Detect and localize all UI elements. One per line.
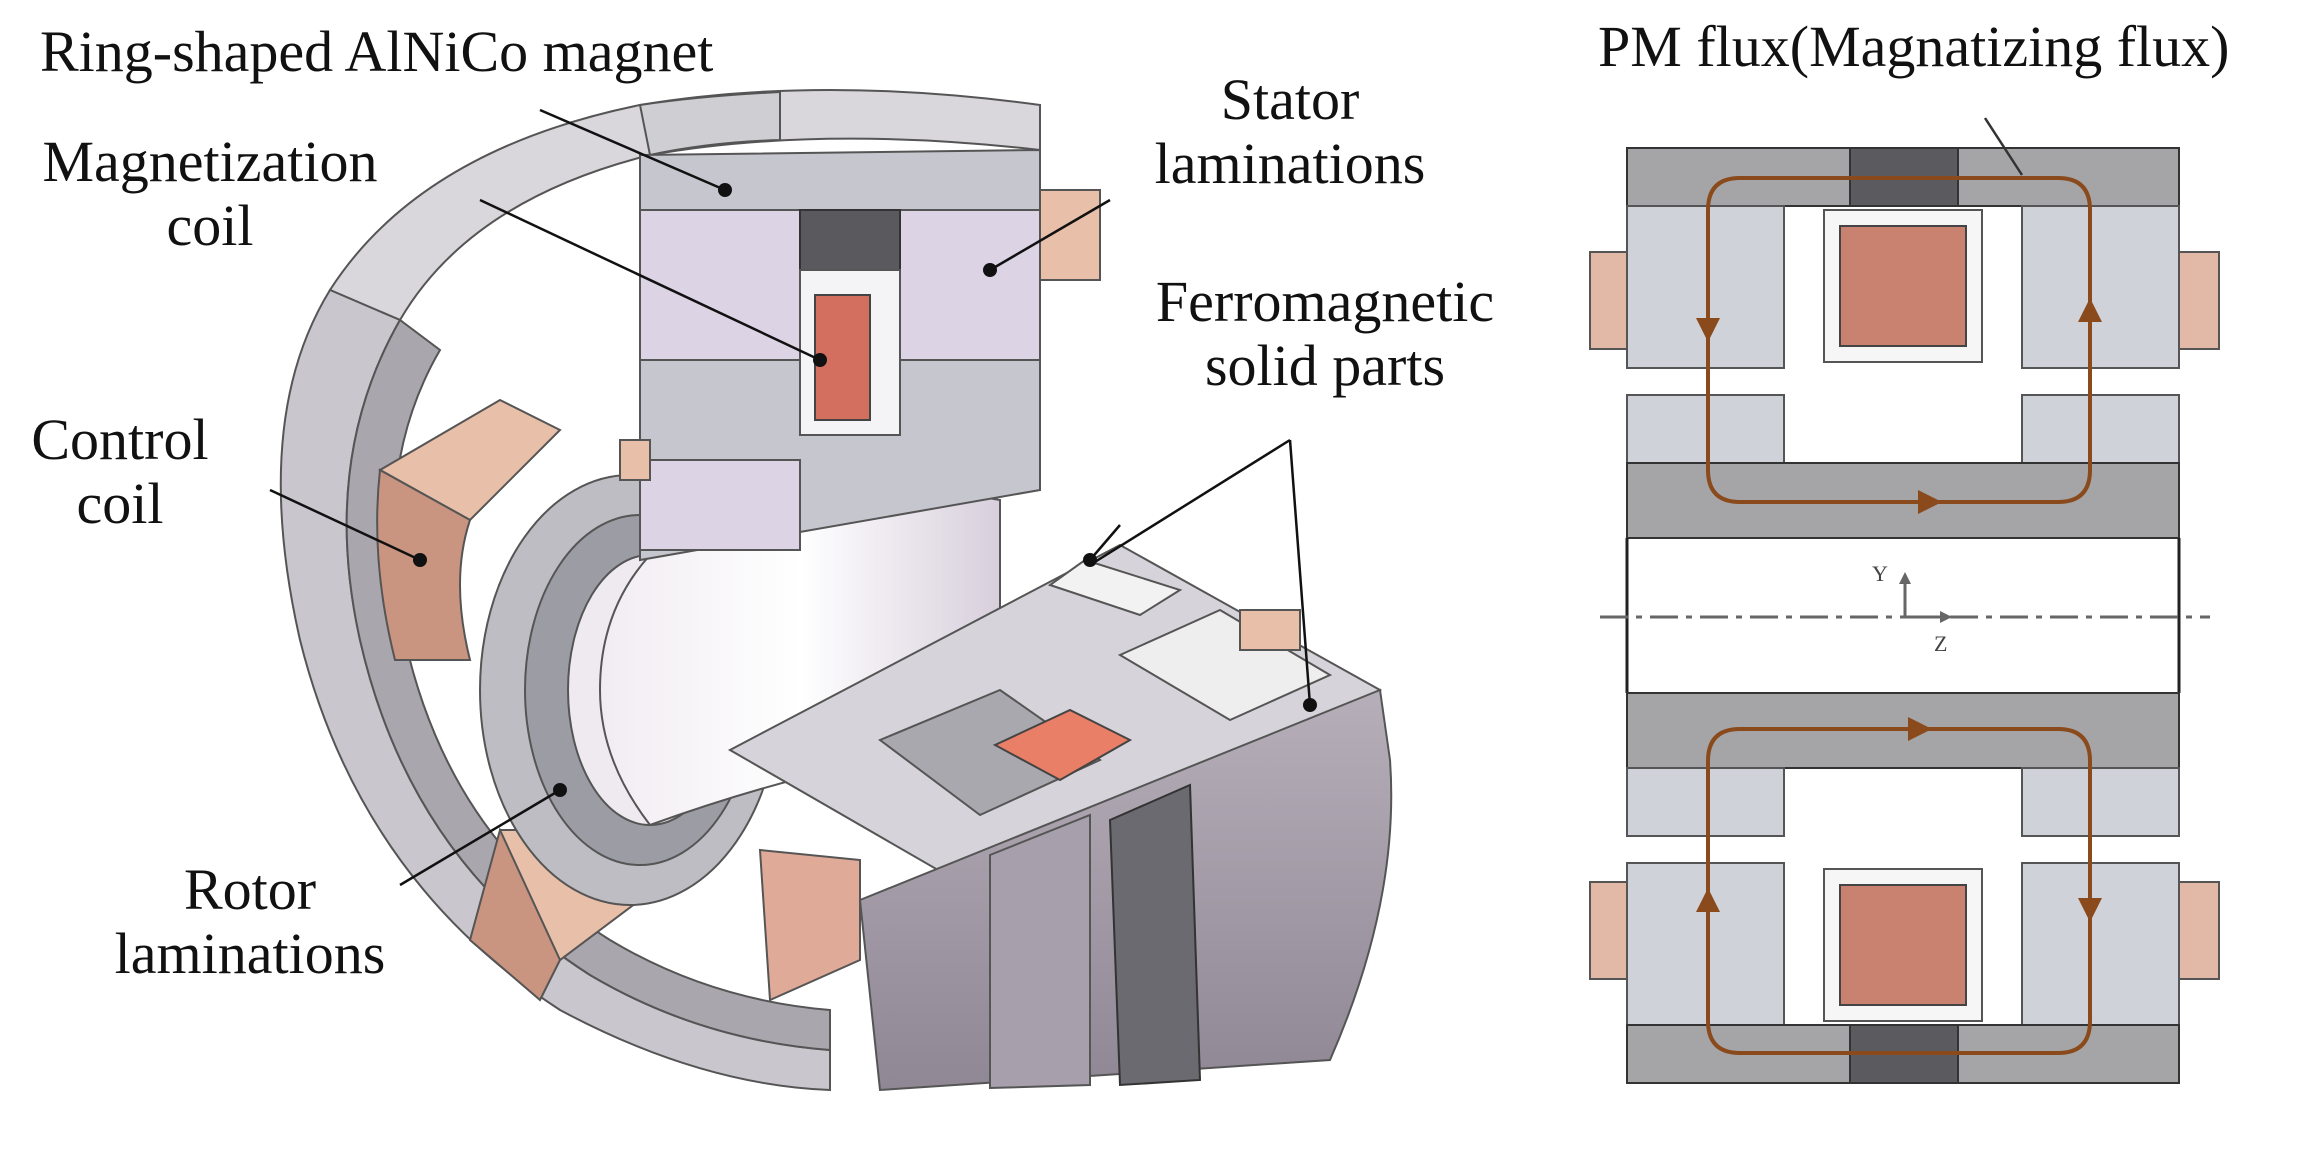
axis-label-z: Z [1934, 631, 1948, 656]
leader-lines-3d [269, 108, 1312, 887]
label-rotor-line1: Rotor [183, 857, 317, 922]
flux-leader-line [1983, 117, 2024, 176]
flux-loop-upper [1706, 176, 2092, 504]
cross-section-lower [1589, 692, 2220, 1084]
leader-dots-3d [413, 183, 1317, 797]
cross-section-upper [1589, 147, 2220, 539]
axis-label-y: Y [1872, 561, 1888, 586]
label-stator-laminations: Stator laminations [1130, 68, 1450, 196]
label-magnetization-line1: Magnetization [42, 129, 378, 194]
axis-region [1600, 538, 2210, 693]
label-alnico-magnet: Ring-shaped AlNiCo magnet [40, 19, 714, 84]
label-stator-line2: laminations [1154, 131, 1426, 196]
label-control-coil: Control coil [10, 408, 230, 536]
label-stator-line1: Stator [1220, 67, 1360, 132]
label-rotor-laminations: Rotor laminations [100, 858, 400, 986]
label-pm-flux: PM flux(Magnatizing flux) [1598, 14, 2230, 79]
label-ferro-line1: Ferromagnetic [1155, 269, 1495, 334]
label-rotor-line2: laminations [114, 921, 386, 986]
label-magnetization-coil: Magnetization coil [40, 130, 380, 258]
lower-stator-section [727, 543, 1393, 1092]
label-control-line2: coil [76, 471, 164, 536]
label-control-line1: Control [31, 407, 209, 472]
flux-loop-lower [1706, 727, 2092, 1055]
outer-shell-top [328, 89, 1041, 322]
label-ferromagnetic-parts: Ferromagnetic solid parts [1125, 270, 1525, 398]
label-magnetization-line2: coil [166, 193, 254, 258]
upper-stator-block [619, 148, 1101, 562]
label-ferro-line2: solid parts [1204, 333, 1446, 398]
